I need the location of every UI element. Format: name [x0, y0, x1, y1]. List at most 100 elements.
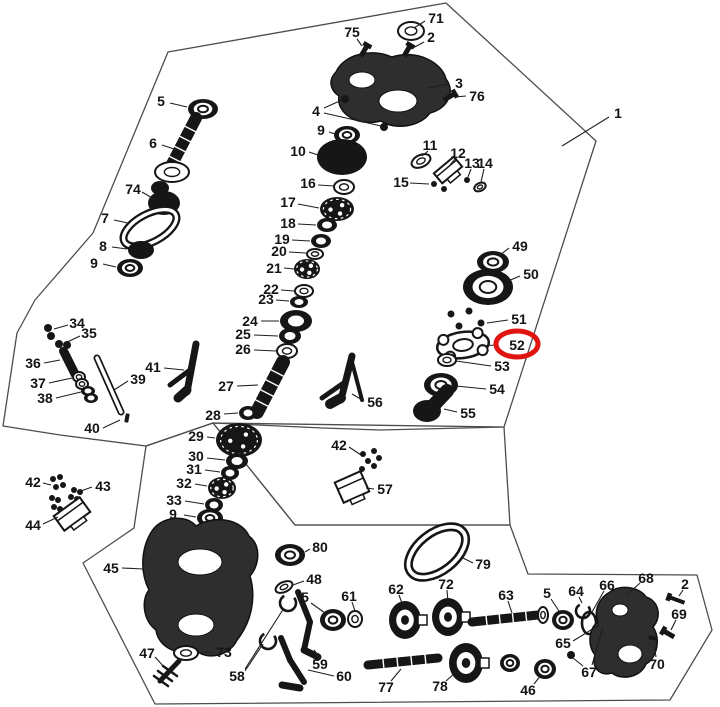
plug-55b-part — [413, 400, 441, 422]
washer-48-part — [274, 580, 294, 594]
label-3-leader — [427, 83, 450, 89]
label-21-leader — [283, 267, 295, 270]
label-53-leader — [455, 360, 492, 367]
label-25: 25 — [235, 326, 251, 342]
label-47: 47 — [139, 645, 155, 661]
label-52: 52 — [509, 337, 525, 353]
bolt-76-part — [442, 88, 460, 103]
bearing-46-part — [534, 659, 556, 679]
label-45-leader — [121, 567, 144, 570]
gear-21-part — [294, 259, 320, 279]
pulley-72-part — [432, 598, 471, 636]
label-52-leader — [481, 344, 496, 347]
label-44: 44 — [25, 517, 41, 533]
label-23-leader — [275, 299, 290, 302]
label-74: 74 — [125, 181, 141, 197]
label-49-leader — [499, 247, 510, 256]
pin-13-part — [464, 177, 470, 183]
label-60-leader — [307, 669, 335, 677]
label-20: 20 — [271, 243, 287, 259]
ring-14-part — [473, 181, 487, 193]
label-15-leader — [409, 182, 430, 185]
label-74-leader — [141, 191, 155, 200]
label-78-leader — [445, 671, 457, 682]
label-15: 15 — [393, 174, 409, 190]
label-76: 76 — [469, 88, 485, 104]
label-38: 38 — [37, 390, 53, 406]
label-42a-leader — [42, 482, 52, 486]
label-43-leader — [80, 486, 93, 492]
label-8: 8 — [99, 238, 107, 254]
label-59: 59 — [312, 656, 328, 672]
label-11: 11 — [423, 137, 438, 153]
label-21: 21 — [266, 260, 282, 276]
label-28-leader — [223, 412, 239, 415]
label-16-leader — [317, 184, 335, 187]
label-14-leader — [480, 168, 485, 183]
housing-45-part — [142, 517, 259, 657]
label-9c: 9 — [90, 255, 98, 271]
label-69: 69 — [671, 606, 687, 622]
label-2b-leader — [678, 589, 684, 597]
screws-42a-part — [50, 474, 66, 490]
label-77: 77 — [378, 679, 394, 695]
seal-5b-part — [320, 609, 346, 631]
label-62-leader — [398, 594, 404, 607]
label-45: 45 — [103, 560, 119, 576]
label-63-leader — [507, 600, 513, 614]
label-47-leader — [154, 656, 166, 669]
ring-33-part — [205, 498, 223, 512]
label-16: 16 — [300, 175, 316, 191]
ring-71-part — [397, 21, 425, 41]
leader-lines — [42, 20, 684, 685]
pin-70-part — [648, 635, 658, 641]
label-14: 14 — [477, 155, 493, 171]
oring-8-part — [128, 241, 154, 259]
housing-68-part — [589, 586, 659, 678]
label-33: 33 — [166, 492, 182, 508]
label-58-leader — [244, 607, 285, 670]
bracket-12-part — [432, 155, 464, 185]
label-9b: 9 — [169, 506, 177, 522]
label-67-leader — [572, 657, 584, 667]
label-68: 68 — [638, 570, 654, 586]
label-35: 35 — [81, 325, 97, 341]
label-49: 49 — [512, 238, 528, 254]
label-66: 66 — [599, 577, 615, 593]
label-72-leader — [446, 589, 449, 603]
pins-15-part — [431, 181, 447, 192]
label-50-leader — [507, 275, 521, 282]
label-73-leader — [197, 651, 215, 654]
label-56-leader — [351, 393, 365, 402]
label-2a-leader — [410, 41, 425, 50]
washer-16-part — [333, 179, 355, 195]
label-27: 27 — [218, 378, 234, 394]
label-25-leader — [253, 334, 279, 337]
label-54-leader — [455, 385, 487, 390]
label-1: 1 — [614, 105, 622, 121]
label-40-leader — [102, 419, 121, 429]
label-1-leader — [561, 116, 610, 147]
label-10: 10 — [290, 143, 306, 159]
screw-4a-part — [341, 95, 349, 103]
label-57: 57 — [377, 481, 393, 497]
label-54: 54 — [489, 381, 505, 397]
label-66-leader — [591, 590, 605, 613]
belt-79-part — [403, 522, 471, 582]
bearing-9c-part — [117, 259, 143, 277]
collar-63b-part — [537, 606, 549, 624]
label-32: 32 — [176, 475, 192, 491]
label-26: 26 — [235, 341, 251, 357]
bolt-69-part — [658, 625, 676, 640]
ring-28-part — [239, 406, 257, 420]
screw-4b-part — [380, 123, 388, 131]
label-9a: 9 — [317, 122, 325, 138]
label-42a: 42 — [25, 474, 41, 490]
label-44-leader — [42, 516, 59, 525]
gear-29-part — [216, 423, 262, 457]
fork-56-part — [319, 352, 364, 409]
label-3: 3 — [455, 75, 463, 91]
shaft-63-part — [467, 610, 543, 627]
label-76-leader — [454, 95, 467, 98]
